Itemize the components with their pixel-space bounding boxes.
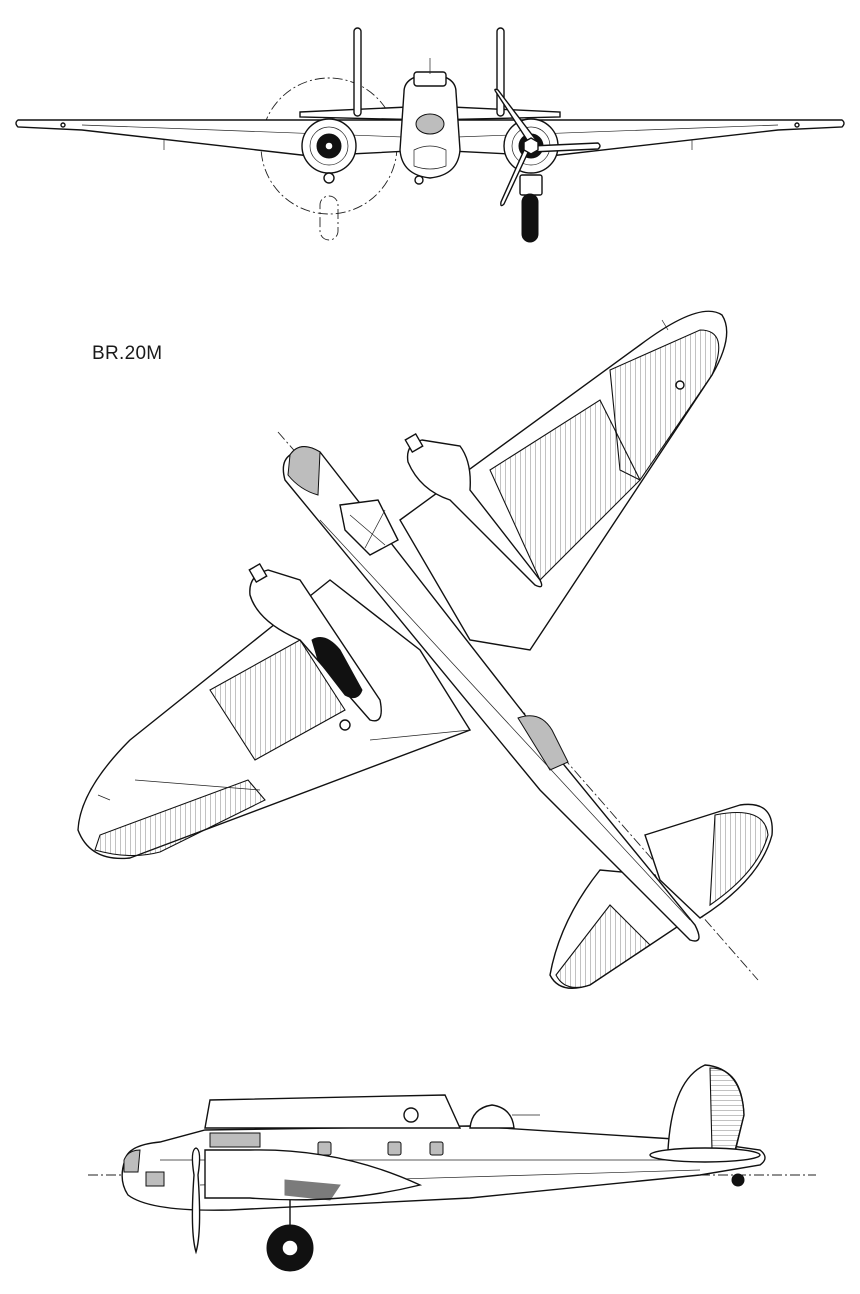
front-left-wing <box>15 119 431 157</box>
side-nose-glazing <box>123 1149 141 1173</box>
left-nacelle-detail <box>311 637 363 699</box>
side-turret <box>469 1104 515 1129</box>
right-aileron <box>609 329 720 481</box>
top-cockpit <box>339 499 399 556</box>
dorsal-turret <box>517 715 569 771</box>
front-wheel <box>521 193 539 243</box>
side-view <box>88 1064 816 1272</box>
top-view <box>77 310 773 989</box>
front-right-wing <box>429 119 845 157</box>
retracted-wheel-outline <box>319 195 339 241</box>
front-turret <box>413 71 447 87</box>
front-propeller-blade <box>494 88 537 148</box>
side-propeller <box>191 1147 201 1255</box>
nose-glazing <box>287 446 321 496</box>
side-engine-nacelle <box>204 1149 423 1201</box>
front-left-fin <box>353 27 362 117</box>
side-tailplane <box>649 1147 761 1163</box>
front-gear-leg <box>519 174 543 196</box>
right-flap <box>489 399 641 581</box>
side-dorsal-fairing <box>204 1094 462 1129</box>
aircraft-designation-label: BR.20M <box>92 343 163 364</box>
left-flap <box>209 639 346 761</box>
tail-wheel <box>731 1173 745 1187</box>
front-view <box>15 27 845 243</box>
side-cockpit-glazing <box>209 1132 261 1148</box>
front-canopy <box>415 113 445 135</box>
